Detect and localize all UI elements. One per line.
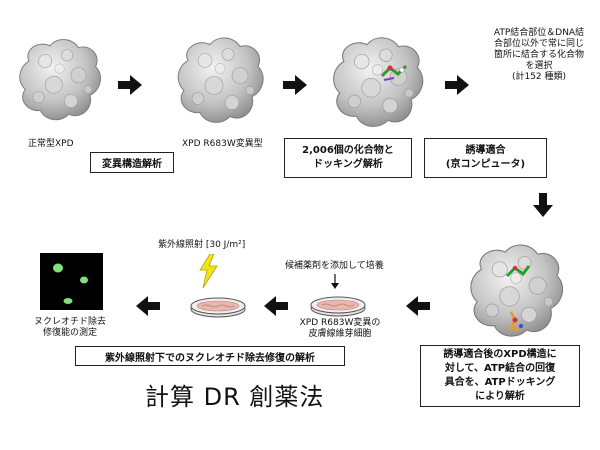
arrow-right-icon (118, 75, 142, 95)
atp-marker (509, 311, 523, 332)
petri-dish-uv (188, 294, 248, 318)
petri-dish-drug (308, 293, 368, 317)
mutant-xpd-caption: XPD R683W変異型 (182, 139, 263, 149)
arrow-down-icon (533, 193, 553, 217)
ligand-marker (380, 64, 408, 81)
fluorescent-spots (53, 263, 88, 304)
ligand-marker (505, 265, 531, 278)
normal-xpd-caption: 正常型XPD (28, 139, 74, 149)
selection-note: ATP結合部位＆DNA結 合部位以外で常に同じ 箇所に結合する化合物 を選択 (… (493, 28, 585, 82)
lightning-icon (199, 254, 218, 288)
docking-box: 2,006個の化合物と ドッキング解析 (284, 138, 412, 178)
induced-fit-box: 誘導適合 (京コンピュータ) (424, 138, 547, 178)
mutation-analysis-box: 変異構造解析 (90, 152, 174, 173)
arrow-right-icon (283, 75, 307, 95)
fluorescence-image (40, 253, 103, 310)
normal-xpd-protein (12, 30, 107, 130)
ner-caption: ヌクレオチド除去 修復能の測定 (33, 317, 106, 338)
uv-repair-analysis-box: 紫外線照射下でのヌクレオチド除去修復の解析 (75, 346, 345, 366)
arrow-left-icon (136, 296, 160, 316)
arrow-left-icon (264, 296, 288, 316)
add-drug-label: 候補薬剤を添加して培養 (285, 261, 384, 271)
arrow-left-icon (406, 296, 430, 316)
uv-label: 紫外線照射 [30 J/m²] (158, 240, 246, 250)
post-fit-analysis-box: 誘導適合後のXPD構造に 対して、ATP結合の回復 具合を、ATPドッキング に… (420, 345, 580, 407)
arrow-right-icon (445, 75, 469, 95)
small-arrow-down-icon (331, 274, 339, 289)
method-title: 計算 DR 創薬法 (145, 383, 325, 411)
mutant-xpd-protein (170, 28, 270, 133)
fibroblast-caption: XPD R683W変異の 皮膚線維芽細胞 (299, 318, 381, 339)
